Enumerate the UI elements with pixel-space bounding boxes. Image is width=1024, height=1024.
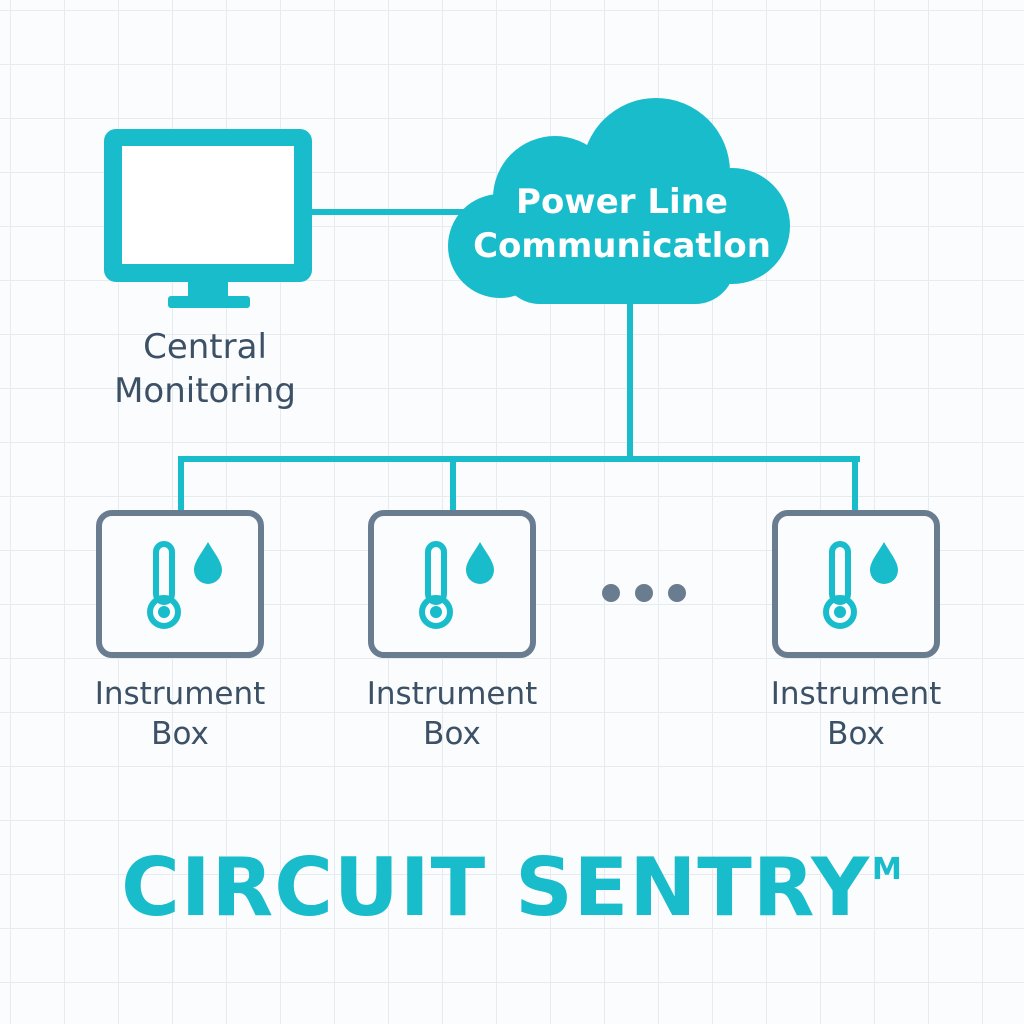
instrument-box-2-label: Instrument Box xyxy=(332,674,572,754)
monitor-cloud-connector xyxy=(310,209,470,215)
central-monitoring-line2: Monitoring xyxy=(114,371,296,411)
dot xyxy=(668,584,686,602)
box-1-connector xyxy=(178,456,184,512)
thermometer-droplet-icon xyxy=(823,541,898,629)
box-3-connector xyxy=(852,456,858,512)
instrument-box-label-line1: Instrument xyxy=(366,676,538,712)
instrument-box-2 xyxy=(368,510,536,658)
dot xyxy=(635,584,653,602)
monitor-neck xyxy=(188,282,228,298)
brand-title: CIRCUIT SENTRYM xyxy=(0,820,1024,938)
instrument-box-1-label: Instrument Box xyxy=(60,674,300,754)
monitor-stand xyxy=(168,296,250,308)
box-2-connector xyxy=(450,456,456,512)
instrument-box-label-line1: Instrument xyxy=(770,676,942,712)
thermometer-droplet-icon xyxy=(419,541,494,629)
thermometer-droplet-icon xyxy=(147,541,222,629)
cloud-icon xyxy=(448,98,790,304)
instrument-box-label-line2: Box xyxy=(827,716,885,752)
dot xyxy=(602,584,620,602)
cloud-bus-connector xyxy=(627,300,633,460)
distribution-bus-line xyxy=(178,456,860,462)
brand-mark: M xyxy=(872,852,903,887)
brand-name: CIRCUIT SENTRY xyxy=(121,841,871,934)
instrument-box-3 xyxy=(772,510,940,658)
cloud-label-line2: Communicatlon xyxy=(473,226,771,266)
central-monitoring-label: Central Monitoring xyxy=(95,325,315,413)
instrument-box-label-line2: Box xyxy=(423,716,481,752)
central-monitoring-line1: Central xyxy=(143,327,267,367)
monitor-screen xyxy=(104,129,312,282)
instrument-box-3-label: Instrument Box xyxy=(736,674,976,754)
cloud-label: Power Line Communicatlon xyxy=(448,180,796,268)
instrument-box-label-line1: Instrument xyxy=(94,676,266,712)
monitor-display xyxy=(122,146,294,264)
cloud-label-line1: Power Line xyxy=(516,182,728,222)
instrument-box-1 xyxy=(96,510,264,658)
more-dots-icon xyxy=(594,580,694,606)
instrument-box-label-line2: Box xyxy=(151,716,209,752)
